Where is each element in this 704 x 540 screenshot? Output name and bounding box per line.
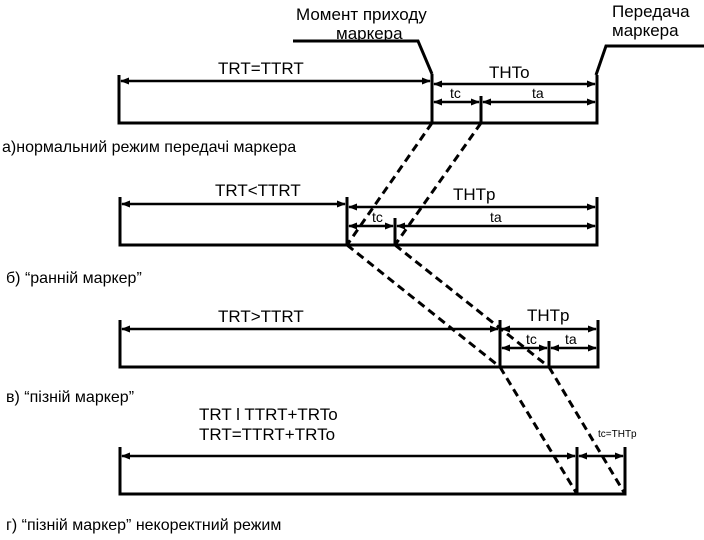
- panel-b-tht-label: THTp: [453, 185, 496, 204]
- panel-a-baseline: [117, 75, 599, 125]
- panel-d-baseline: [118, 447, 627, 496]
- token-arrival-signal: [293, 39, 434, 75]
- token-arrival-label-2: маркера: [336, 24, 403, 43]
- projection-line-arrival-bc: [346, 243, 501, 369]
- panel-a-tc-label: tc: [450, 85, 461, 101]
- panel-b-trt-label: TRT<TTRT: [215, 181, 301, 200]
- projection-line-tc-ab: [393, 122, 483, 246]
- token-arrival-label: Момент приходу: [296, 5, 427, 24]
- projection-line-tc-bc: [394, 243, 550, 369]
- projection-lines: [345, 122, 627, 495]
- panel-d-caption: г) “пізній маркер” некоректний режим: [6, 517, 281, 534]
- panel-c-tht-label: THTp: [527, 306, 570, 325]
- panel-d-trt-label-1: TRT l TTRT+TRTo: [199, 405, 338, 424]
- panel-b-early-token: TRT<TTRT THTp tc ta б) “ранній маркер”: [6, 181, 599, 287]
- panel-c-baseline: [118, 320, 600, 369]
- panel-b-caption: б) “ранній маркер”: [6, 270, 142, 287]
- panel-d-tc-label: tc=THTp: [598, 429, 637, 440]
- panel-a-caption: а)нормальний режим передачі маркера: [2, 139, 296, 156]
- panel-c-late-token: TRT>TTRT THTp tc ta в) “пізній маркер”: [6, 306, 600, 406]
- panel-b-baseline: [118, 197, 599, 247]
- panel-a-tht-label: THTo: [489, 63, 530, 82]
- panel-c-caption: в) “пізній маркер”: [6, 389, 134, 406]
- projection-line-arrival-ab: [345, 122, 434, 246]
- projection-line-tc-cd: [547, 366, 627, 495]
- token-transfer-signal: [594, 44, 704, 76]
- token-transfer-label: Передача: [612, 2, 690, 21]
- panel-a-trt-label: TRT=TTRT: [218, 59, 304, 78]
- panel-d-trt-label-2: TRT=TTRT+TRTo: [199, 425, 335, 444]
- panel-c-ta-label: ta: [565, 331, 577, 347]
- panel-c-tc-label: tc: [526, 331, 537, 347]
- panel-a-normal: TRT=TTRT THTo tc ta а)нормальний режим п…: [2, 59, 599, 156]
- projection-line-arrival-cd: [498, 366, 579, 495]
- panel-b-ta-label: ta: [490, 209, 502, 225]
- panel-a-ta-label: ta: [532, 85, 544, 101]
- token-transfer-label-2: маркера: [612, 21, 679, 40]
- panel-c-trt-label: TRT>TTRT: [218, 307, 304, 326]
- panel-b-tc-label: tc: [372, 209, 383, 225]
- panel-d-late-incorrect: TRT l TTRT+TRTo TRT=TTRT+TRTo tc=THTp г)…: [6, 405, 637, 534]
